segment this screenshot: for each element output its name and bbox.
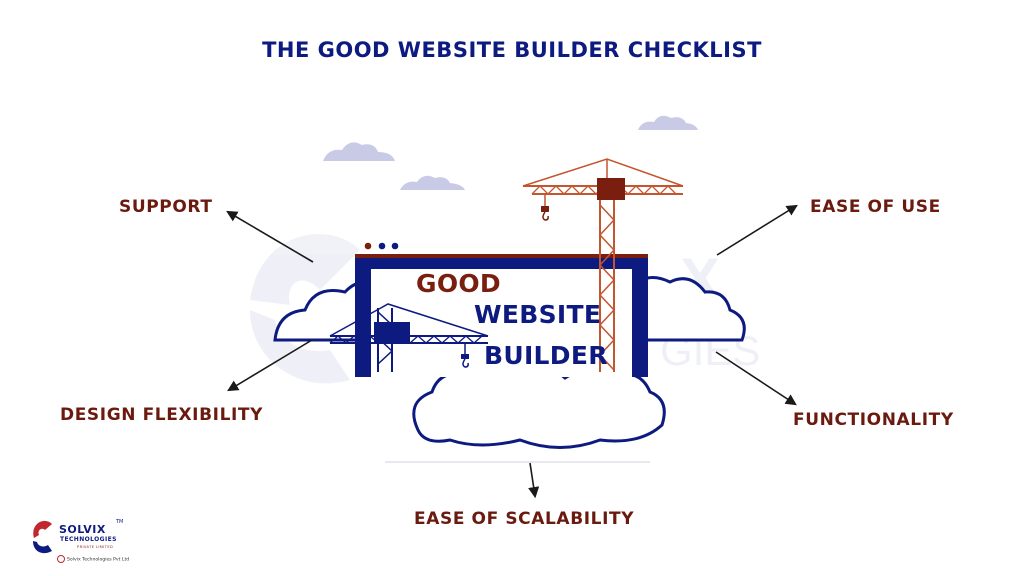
cloud-base (273, 276, 746, 449)
dot-navy-2 (391, 242, 399, 250)
label-support: SUPPORT (119, 197, 213, 217)
large-crane-cab (597, 178, 625, 200)
small-crane-cab (374, 322, 410, 344)
sign-text-builder: BUILDER (484, 341, 608, 370)
solvix-logo-mark (33, 520, 52, 554)
copyright-icon (57, 555, 65, 563)
sign-text-good: GOOD (416, 269, 501, 298)
label-functionality: FUNCTIONALITY (793, 410, 954, 430)
arrow-ease-of-use (716, 204, 798, 256)
arrow-ease-of-scalability (528, 462, 540, 499)
logo-copyright: Solvix Technologies Pvt Ltd (57, 555, 129, 563)
logo-name: SOLVIX (59, 523, 106, 536)
label-design-flexibility: DESIGN FLEXIBILITY (60, 405, 264, 425)
logo-subtitle: TECHNOLOGIES (60, 536, 117, 543)
logo-copyright-text: Solvix Technologies Pvt Ltd (67, 557, 130, 563)
logo-subtitle-2: PRIVATE LIMITED (77, 545, 114, 549)
sign-text-website: WEBSITE (474, 300, 602, 329)
label-ease-of-scalability: EASE OF SCALABILITY (414, 509, 635, 529)
arrow-support (226, 210, 314, 263)
page-title: THE GOOD WEBSITE BUILDER CHECKLIST (262, 38, 762, 62)
logo-trademark: TM (116, 519, 124, 525)
label-ease-of-use: EASE OF USE (810, 197, 941, 217)
arrow-design-flexibility (227, 339, 313, 392)
sky-clouds (323, 115, 698, 190)
dot-navy-1 (378, 242, 386, 250)
dot-red (364, 242, 372, 250)
arrow-functionality (715, 351, 797, 406)
